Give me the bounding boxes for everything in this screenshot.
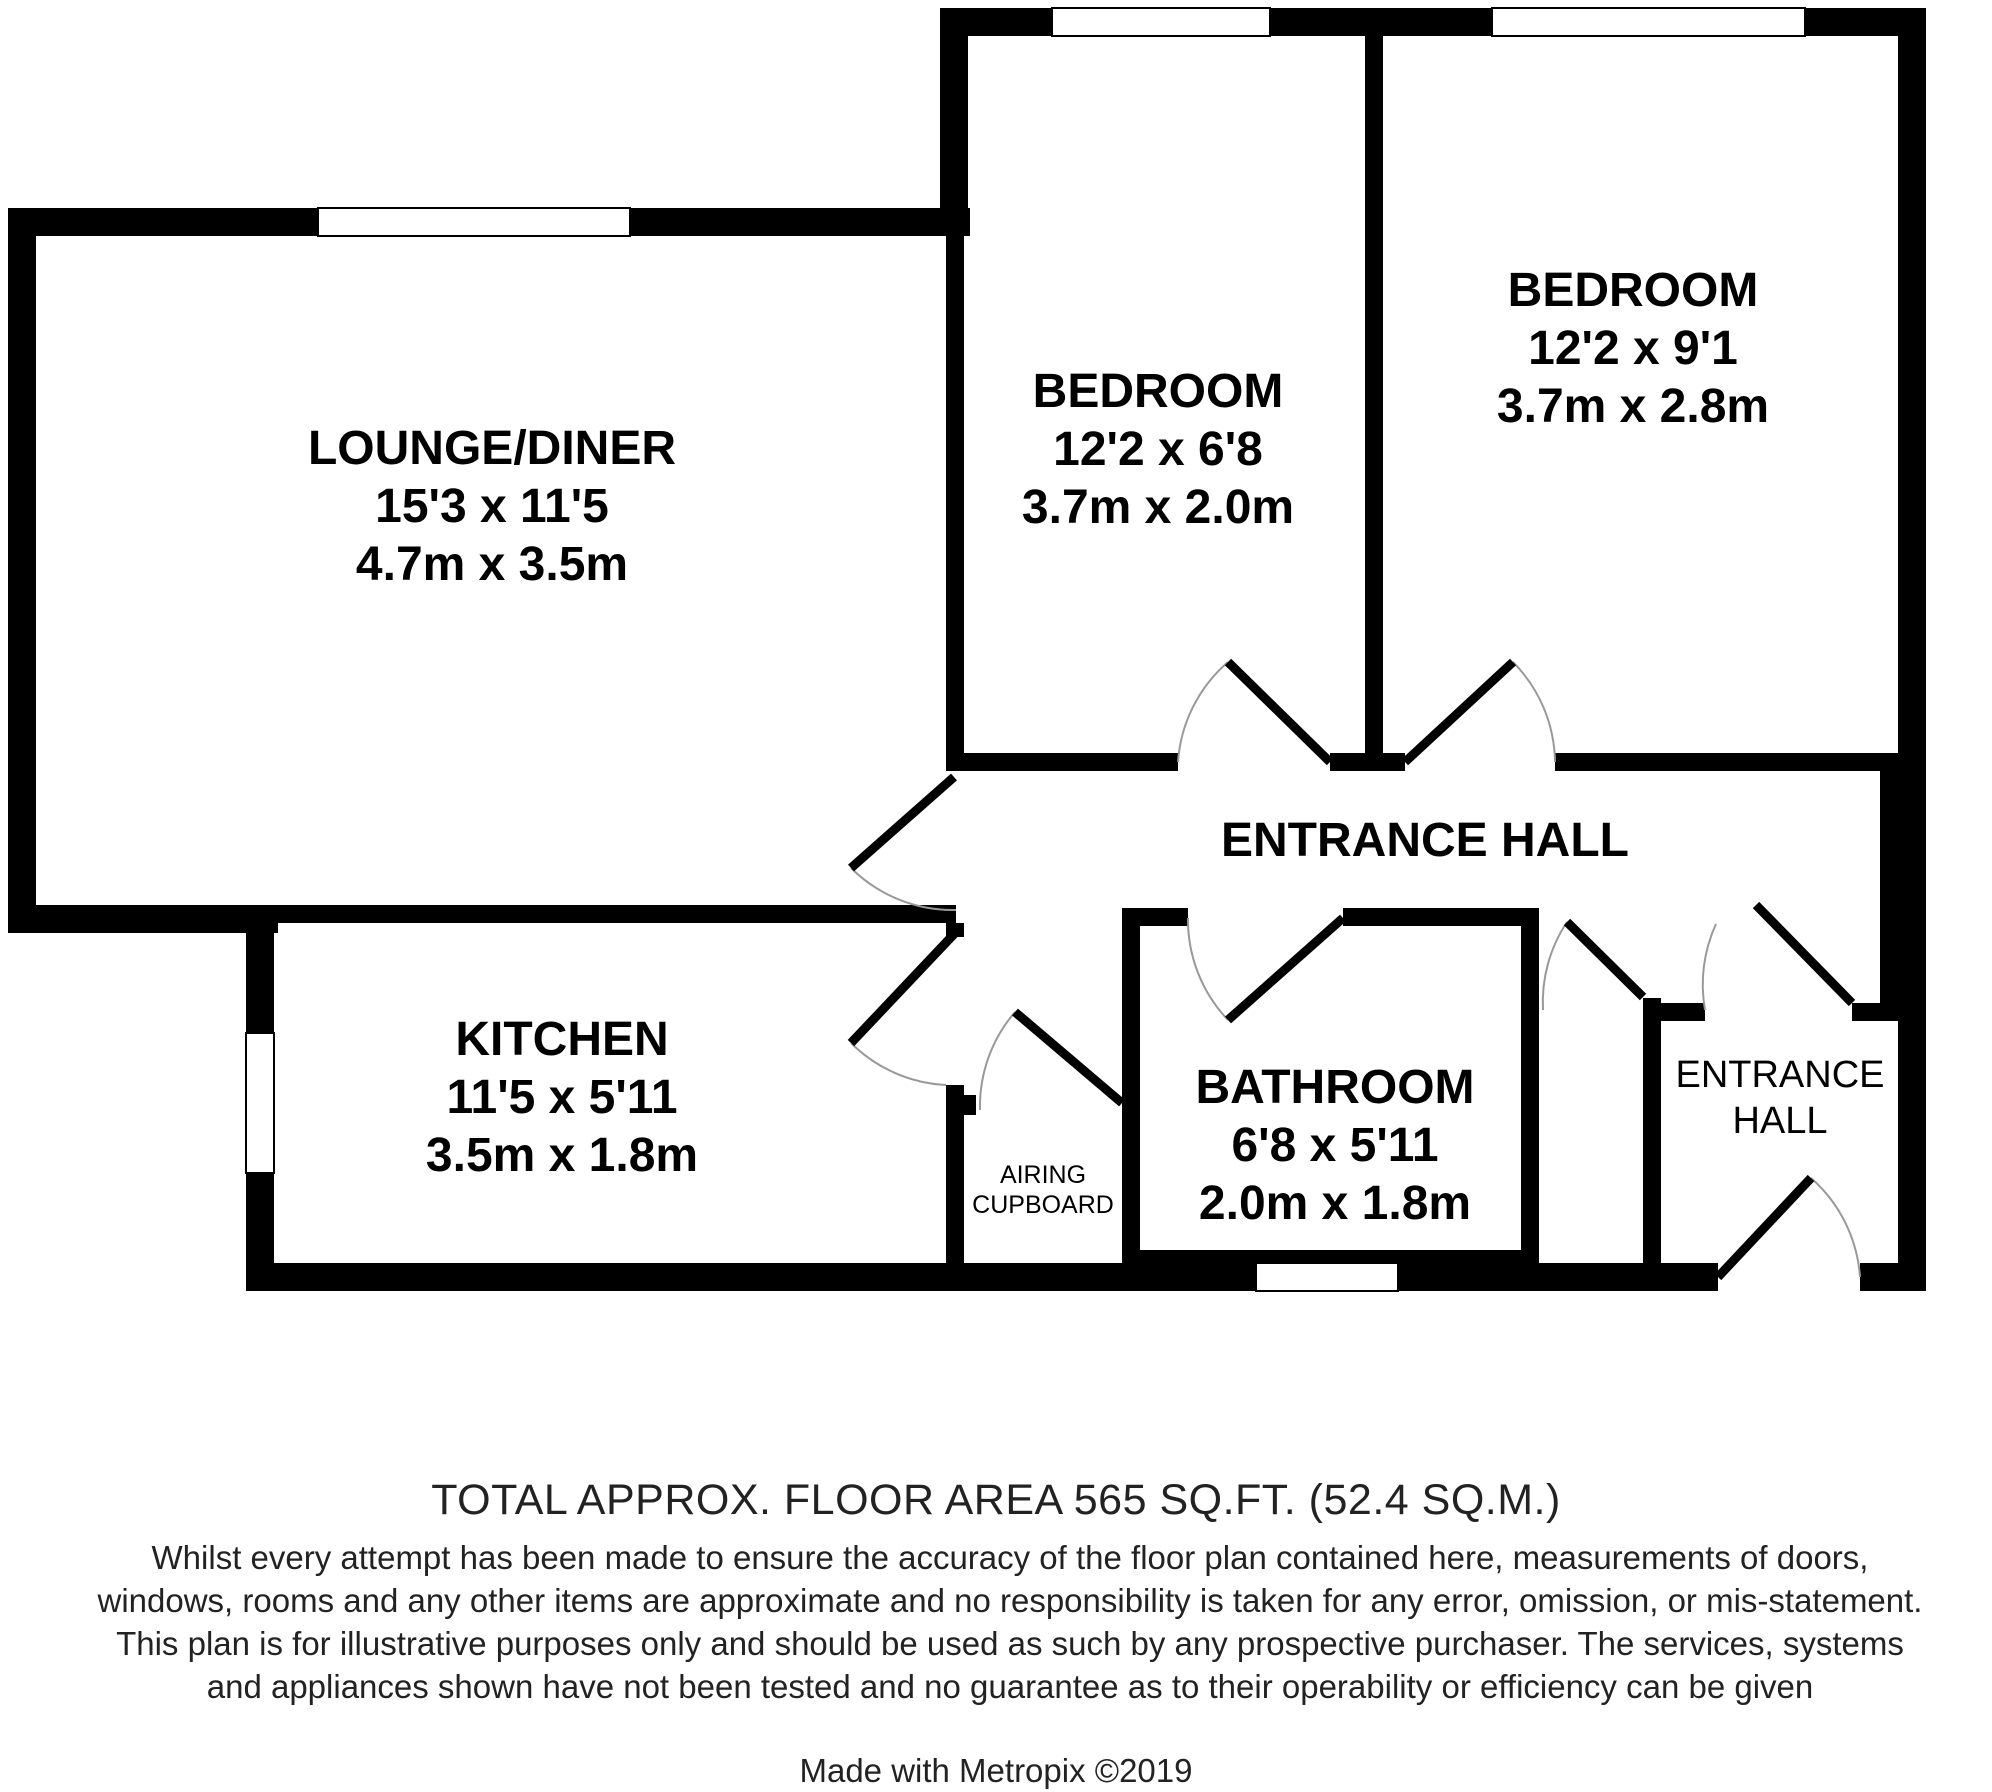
room-metric: 4.7m x 3.5m bbox=[356, 538, 628, 591]
label-line: AIRING bbox=[1000, 1161, 1086, 1189]
room-imperial: 12'2 x 6'8 bbox=[1053, 423, 1263, 476]
bedroom2-label: BEDROOM 12'2 x 9'1 3.7m x 2.8m bbox=[1497, 264, 1769, 433]
disclaimer-text: Whilst every attempt has been made to en… bbox=[97, 1539, 1923, 1705]
room-metric: 3.5m x 1.8m bbox=[426, 1129, 698, 1182]
label-line: HALL bbox=[1732, 1100, 1827, 1142]
door-arcs bbox=[850, 661, 1861, 1278]
bedroom1-label: BEDROOM 12'2 x 6'8 3.7m x 2.0m bbox=[1022, 365, 1294, 534]
room-imperial: 15'3 x 11'5 bbox=[375, 480, 609, 533]
room-imperial: 6'8 x 5'11 bbox=[1231, 1119, 1438, 1172]
label-line: CUPBOARD bbox=[972, 1191, 1114, 1219]
room-name: BATHROOM bbox=[1195, 1061, 1474, 1114]
room-name: LOUNGE/DINER bbox=[308, 422, 676, 475]
bathroom-label: BATHROOM 6'8 x 5'11 2.0m x 1.8m bbox=[1195, 1061, 1474, 1230]
kitchen-label: KITCHEN 11'5 x 5'11 3.5m x 1.8m bbox=[426, 1013, 698, 1182]
floor-plan: LOUNGE/DINER 15'3 x 11'5 4.7m x 3.5m BED… bbox=[8, 7, 1926, 1292]
room-imperial: 11'5 x 5'11 bbox=[446, 1071, 677, 1124]
small-entrance-hall-label: ENTRANCE HALL bbox=[1675, 1054, 1884, 1142]
room-name: BEDROOM bbox=[1508, 264, 1759, 317]
credit-text: Made with Metropix ©2019 bbox=[799, 1752, 1193, 1789]
windows bbox=[245, 7, 1806, 1292]
room-metric: 2.0m x 1.8m bbox=[1199, 1177, 1471, 1230]
room-name: KITCHEN bbox=[455, 1013, 668, 1066]
room-name: BEDROOM bbox=[1033, 365, 1284, 418]
label-line: ENTRANCE bbox=[1675, 1054, 1884, 1096]
airing-cupboard-label: AIRING CUPBOARD bbox=[972, 1161, 1114, 1219]
entrance-hall-label: ENTRANCE HALL bbox=[1221, 814, 1629, 867]
lounge-label: LOUNGE/DINER 15'3 x 11'5 4.7m x 3.5m bbox=[308, 422, 676, 591]
door-leaves bbox=[847, 658, 1856, 1281]
interior-walls bbox=[36, 36, 1898, 1263]
room-metric: 3.7m x 2.0m bbox=[1022, 481, 1294, 534]
room-imperial: 12'2 x 9'1 bbox=[1528, 322, 1738, 375]
total-floor-area: TOTAL APPROX. FLOOR AREA 565 SQ.FT. (52.… bbox=[431, 1476, 1561, 1524]
room-metric: 3.7m x 2.8m bbox=[1497, 380, 1769, 433]
